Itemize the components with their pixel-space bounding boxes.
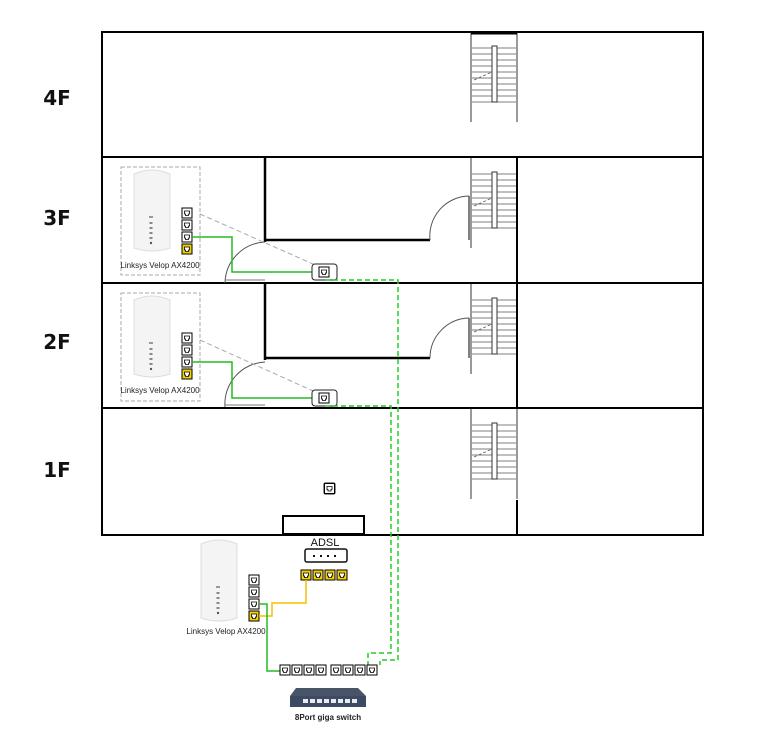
wan-cable bbox=[259, 580, 307, 617]
floor-label-2f: 2F bbox=[43, 330, 71, 354]
stairwell-4f bbox=[470, 31, 518, 123]
adsl-label: ADSL bbox=[311, 537, 340, 549]
wall-jack-3f[interactable] bbox=[311, 263, 338, 281]
adsl-modem: ADSL bbox=[300, 537, 348, 581]
router-to-switch-cable bbox=[259, 603, 280, 672]
switch-ports bbox=[279, 664, 378, 676]
router-3f-caption: Linksys Velop AX4200 bbox=[120, 261, 200, 270]
stairwell-1f bbox=[470, 408, 518, 534]
router-2f-caption: Linksys Velop AX4200 bbox=[120, 386, 200, 395]
callout-line-3f bbox=[199, 213, 323, 269]
floor-label-3f: 3F bbox=[43, 206, 71, 230]
stairwell-3f bbox=[470, 157, 518, 282]
floor-label-1f: 1F bbox=[43, 458, 71, 482]
lan-cable-2f bbox=[192, 361, 314, 399]
interior-walls-3f bbox=[224, 158, 470, 284]
router-basement-caption: Linksys Velop AX4200 bbox=[186, 627, 266, 636]
reception-counter-1f bbox=[282, 515, 365, 535]
stairwell-2f bbox=[470, 283, 518, 407]
wall-jack-2f[interactable] bbox=[311, 389, 338, 407]
switch-label: 8Port giga switch bbox=[295, 713, 361, 722]
backbone-cable-2f bbox=[325, 405, 392, 665]
gigabit-switch: 8Port giga switch bbox=[290, 688, 366, 722]
backbone-cable-3f bbox=[325, 279, 399, 665]
callout-line-2f bbox=[199, 339, 323, 396]
interior-walls-2f bbox=[224, 284, 470, 408]
lan-cable-3f bbox=[192, 236, 314, 273]
router-basement: Linksys Velop AX4200 bbox=[186, 539, 266, 636]
router-3f: Linksys Velop AX4200 bbox=[120, 166, 201, 276]
floor-label-4f: 4F bbox=[43, 86, 71, 110]
router-2f: Linksys Velop AX4200 bbox=[120, 292, 201, 402]
wall-jack-1f[interactable] bbox=[323, 482, 336, 495]
building-walls bbox=[101, 31, 704, 536]
